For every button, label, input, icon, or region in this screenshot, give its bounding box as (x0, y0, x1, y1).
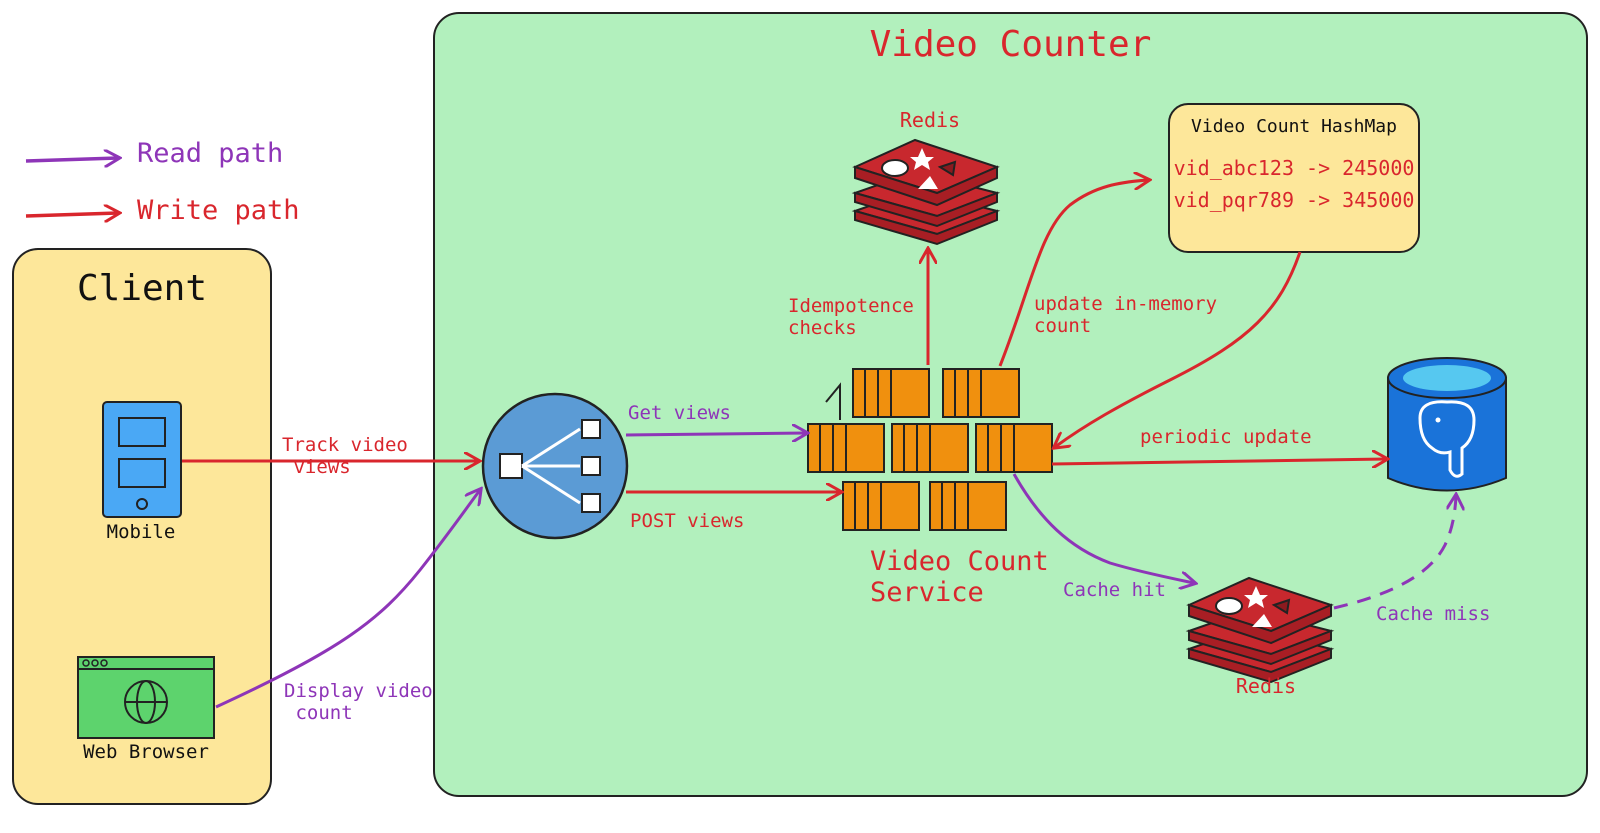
browser-label: Web Browser (83, 741, 209, 763)
display-count-arrow (215, 490, 480, 709)
track-views-label: Track video views (282, 434, 408, 478)
mobile-phone-icon (102, 401, 182, 518)
legend-read-arrow (25, 158, 118, 161)
cache-miss-arrow (1333, 496, 1456, 610)
video-count-service-label: Video Count Service (870, 546, 1049, 609)
legend-read-label: Read path (137, 138, 284, 169)
cache-hit-arrow (1012, 473, 1194, 583)
redis-top-label: Redis (899, 108, 961, 132)
hashmap-entry: vid_pqr789 -> 345000 (1173, 188, 1415, 212)
idempotence-label: Idempotence checks (788, 295, 914, 339)
redis-icon (851, 138, 1001, 246)
legend-write-label: Write path (137, 195, 300, 226)
client-title: Client (76, 268, 208, 309)
container-cluster-icon (807, 368, 1053, 531)
periodic-update-arrow (1051, 459, 1386, 464)
load-balancer-icon (481, 392, 629, 540)
display-count-label: Display video count (284, 680, 433, 724)
hashmap-to-service-arrow (1055, 251, 1302, 447)
hashmap-box (1168, 103, 1420, 253)
legend-write-arrow (25, 213, 118, 216)
mobile-label: Mobile (106, 521, 176, 543)
update-memory-arrow (998, 180, 1148, 367)
get-views-label: Get views (628, 402, 731, 424)
postgres-database-icon (1387, 357, 1507, 492)
cache-hit-label: Cache hit (1063, 579, 1166, 601)
web-browser-icon (77, 656, 215, 739)
update-memory-label: update in-memory count (1034, 293, 1218, 337)
get-views-arrow (625, 433, 806, 435)
periodic-update-label: periodic update (1140, 426, 1312, 448)
redis-bottom-label: Redis (1235, 674, 1297, 698)
hashmap-title: Video Count HashMap (1191, 116, 1397, 137)
hashmap-entry: vid_abc123 -> 245000 (1173, 156, 1415, 180)
redis-icon (1185, 576, 1335, 684)
post-views-label: POST views (630, 510, 745, 532)
cache-miss-label: Cache miss (1376, 603, 1491, 625)
video-counter-title: Video Counter (869, 24, 1152, 65)
